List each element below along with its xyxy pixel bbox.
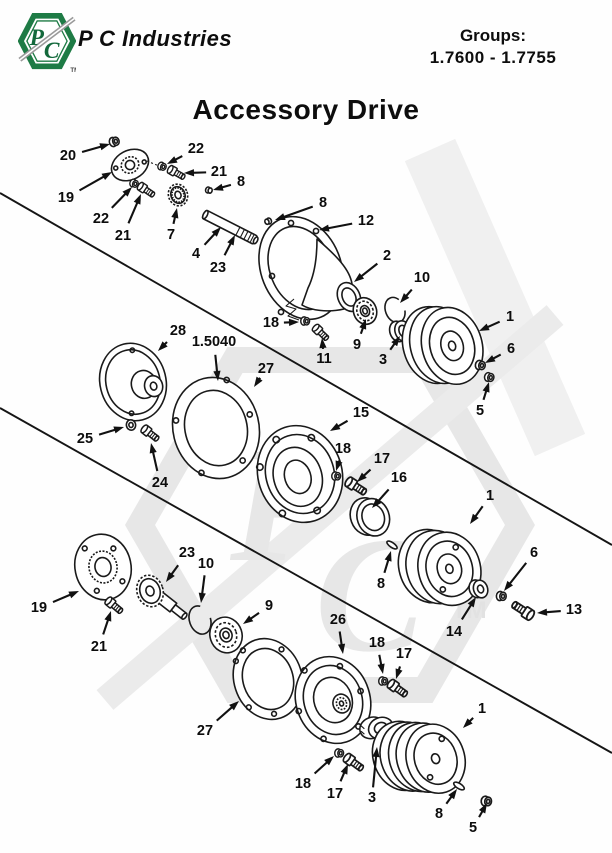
part-8-key-drawing [452,781,466,791]
part-19-splined-plate-drawing [73,533,133,601]
callout-8-48: 8 [434,806,444,822]
part-8-key-drawing [386,540,398,550]
section-2-assembly [98,342,537,623]
part-7-gear-drawing [167,183,189,207]
callout-21-6: 21 [114,228,132,244]
callout-18-45: 18 [294,776,312,792]
logo-letter-p: P [29,25,45,51]
callout-1-44: 1 [477,701,487,717]
part-4-23-shaft-drawing [201,209,259,245]
callout-5-20: 5 [475,403,485,419]
callout-7-7: 7 [166,227,176,243]
callout-10-13: 10 [413,270,431,286]
callout-17-46: 17 [326,786,344,802]
part-10-snap-ring-drawing [188,605,212,635]
callout-1-18: 1 [505,309,515,325]
page-header: P C TM P C Industries Groups: 1.7600 - 1… [0,0,612,130]
callout-8-10: 8 [318,195,328,211]
callout-22-1: 22 [187,141,205,157]
callout-6-32: 6 [529,545,539,561]
section-3-assembly [73,533,493,808]
callout-17-43: 17 [395,646,413,662]
logo-letter-c: C [44,38,60,64]
callout-16-29: 16 [390,470,408,486]
groups-block: Groups: 1.7600 - 1.7755 [408,26,578,68]
part-1-pulley-drawing [397,528,482,607]
groups-label: Groups: [459,26,527,45]
part-9-bearing-drawing [352,296,378,326]
section-1-assembly [107,135,496,386]
callout-2-12: 2 [382,248,392,264]
callout-23-9: 23 [209,260,227,276]
part-27-gasket-drawing [232,637,304,721]
callout-19-4: 19 [57,190,75,206]
callout-6-19: 6 [506,341,516,357]
callout-11-15: 11 [316,351,332,367]
part-23-gear-shaft-drawing [135,574,188,620]
callout-13-34: 13 [565,602,583,618]
callout-22-5: 22 [92,211,110,227]
part-26-cover-drawing [294,655,372,745]
callout-18-14: 18 [262,315,280,331]
callout-9-39: 9 [264,598,274,614]
callout-25-24: 25 [76,431,94,447]
part-16-seal-drawing [349,497,391,537]
page-title: Accessory Drive [192,94,420,125]
callout-17-28: 17 [373,451,391,467]
callout-27-23: 27 [257,361,275,377]
logo-tm: TM [70,67,76,74]
part-27-gasket-drawing [171,376,261,480]
callout-15-26: 15 [352,405,370,421]
callout-26-41: 26 [329,612,347,628]
callout-28-21: 28 [169,323,187,339]
callout-18-42: 18 [368,635,386,651]
callout-24-25: 24 [151,475,169,491]
pc-industries-logo: P C TM [18,12,76,74]
callout-1.5040-22: 1.5040 [191,334,237,350]
callout-12-11: 12 [357,213,375,229]
callout-21-2: 21 [210,164,228,180]
callout-1-30: 1 [485,488,495,504]
callout-14-33: 14 [445,624,463,640]
callout-8-3: 8 [236,174,246,190]
part-28-cover-drawing [98,342,168,422]
callout-9-16: 9 [352,337,362,353]
callout-23-37: 23 [178,545,196,561]
part-1-pulley-drawing [401,305,484,386]
callout-27-40: 27 [196,723,214,739]
callout-3-47: 3 [367,790,377,806]
part-19-flange-drawing [110,148,150,182]
part-1-double-pulley-drawing [371,720,467,794]
brand-name: P C Industries [78,26,233,51]
callout-21-36: 21 [90,639,108,655]
section-divider-lines [0,192,612,754]
part-14-washer-drawing [468,579,489,599]
callout-19-35: 19 [30,600,48,616]
callout-10-38: 10 [197,556,215,572]
callout-8-31: 8 [376,576,386,592]
callout-20-0: 20 [59,148,77,164]
callout-18-27: 18 [334,441,352,457]
callout-4-8: 4 [191,246,201,262]
callout-3-17: 3 [378,352,388,368]
groups-range: 1.7600 - 1.7755 [429,48,557,67]
part-15-flange-plate-drawing [255,424,344,524]
callout-5-49: 5 [468,820,478,836]
part-9-bearing-drawing [208,616,244,654]
